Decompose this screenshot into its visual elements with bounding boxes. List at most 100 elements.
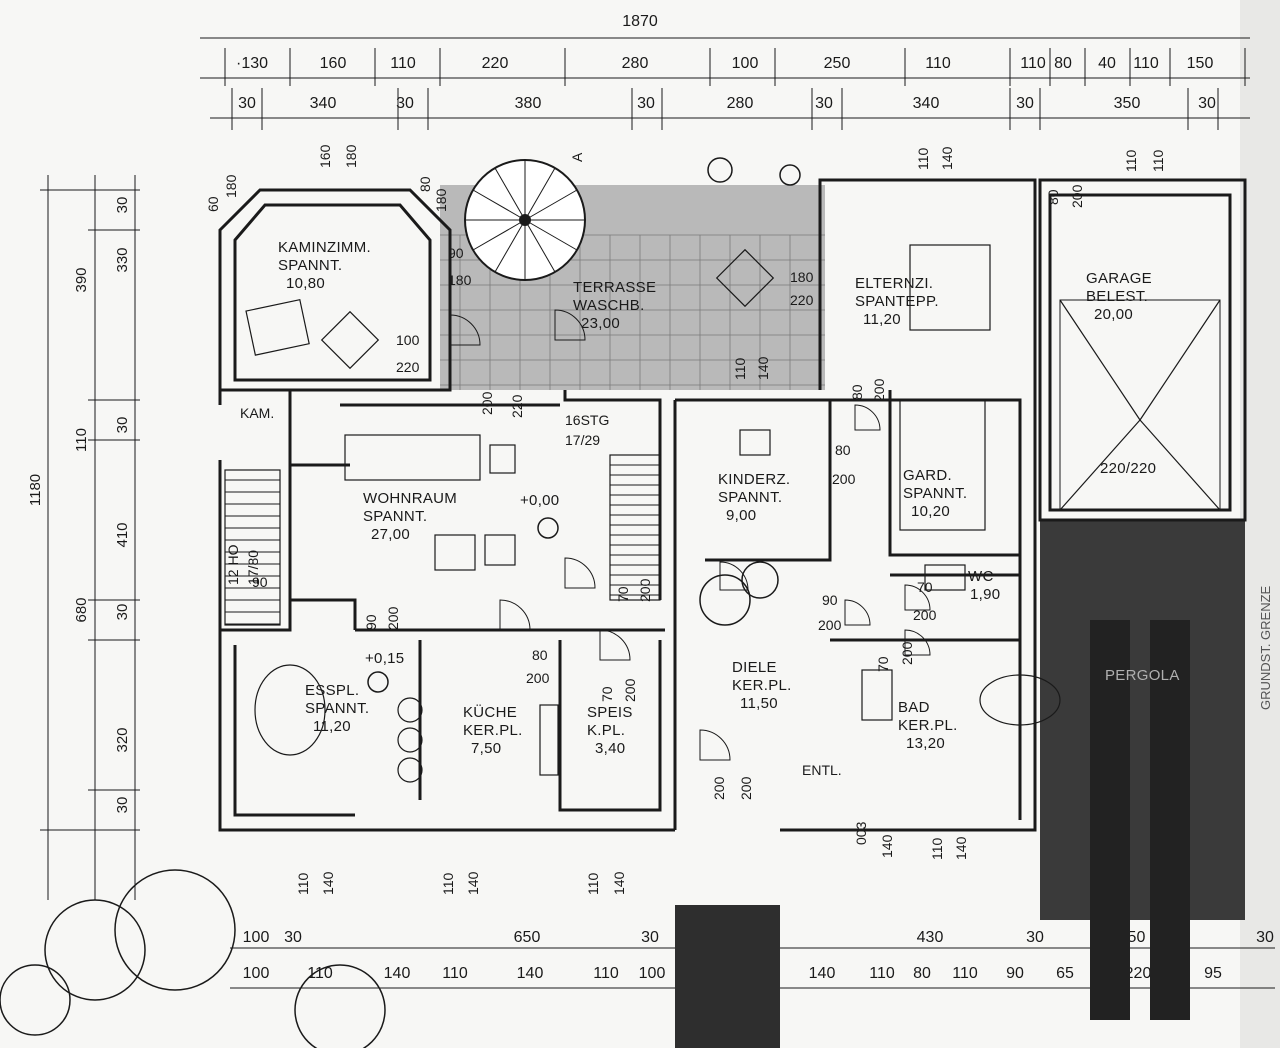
top-dim-1-11: 110 bbox=[1133, 55, 1159, 72]
bottom-dim-2-2: 140 bbox=[384, 965, 411, 982]
opening-garage-side-b: 200 bbox=[1069, 184, 1085, 208]
room-floor-0: SPANNT. bbox=[278, 257, 342, 274]
room-area-4: 27,00 bbox=[371, 526, 410, 543]
bottom-dim-2-4: 140 bbox=[517, 965, 544, 982]
room-area-7: 1,90 bbox=[970, 586, 1000, 603]
room-area-5: 9,00 bbox=[726, 507, 756, 524]
opening-wohn-door-a: 90 bbox=[363, 614, 379, 630]
top-dim-1-1: 160 bbox=[320, 55, 347, 72]
top-dim-1-9: 80 bbox=[1054, 55, 1072, 72]
opening-stair-door-a: 70 bbox=[615, 586, 631, 602]
room-floor-2: SPANTEPP. bbox=[855, 293, 939, 310]
opening-kamin-win-b: 180 bbox=[343, 144, 359, 168]
bottom-dim-2-15: 95 bbox=[1204, 965, 1222, 982]
plants bbox=[0, 157, 801, 1048]
top-dim-2-10: 30 bbox=[1198, 95, 1216, 112]
opening-stair-door-b: 200 bbox=[637, 578, 653, 602]
opening-bad-win-d: 140 bbox=[953, 836, 969, 860]
opening-eltern-door-b: 200 bbox=[871, 378, 887, 402]
opening-bad-win-b: 140 bbox=[879, 834, 895, 858]
opening-kue-win-b: 140 bbox=[465, 871, 481, 895]
driveway bbox=[675, 905, 780, 1048]
opening-terr-door-b: 220 bbox=[509, 394, 525, 418]
bottom-dim-1-0: 100 bbox=[243, 929, 270, 946]
pergola-area bbox=[1040, 520, 1245, 920]
left-dim-2-3: 410 bbox=[114, 522, 131, 547]
room-floor-11: KER.PL. bbox=[732, 677, 792, 694]
top-dim-1-10: 40 bbox=[1098, 55, 1116, 72]
room-floor-5: SPANNT. bbox=[718, 489, 782, 506]
top-dim-1-5: 100 bbox=[732, 55, 759, 72]
room-name-11: DIELE bbox=[732, 659, 777, 676]
bottom-dim-2-13: 65 bbox=[1056, 965, 1074, 982]
room-area-6: 10,20 bbox=[911, 503, 950, 520]
opening-kamin-door-d: 220 bbox=[396, 359, 420, 375]
section-mark: A bbox=[569, 152, 585, 162]
opening-eltern-door-a: 80 bbox=[849, 384, 865, 400]
opening-ess-win-b: 140 bbox=[320, 871, 336, 895]
top-dim-2-0: 30 bbox=[238, 95, 256, 112]
top-dim-2-5: 280 bbox=[727, 95, 754, 112]
opening-terr-door-d: 140 bbox=[755, 356, 771, 380]
bottom-dimension-row-2: 1001101401101401101002001401108011090652… bbox=[243, 965, 1222, 1016]
garage-door-size: 220/220 bbox=[1100, 460, 1156, 477]
room-name-6: GARD. bbox=[903, 467, 952, 484]
room-name-0: KAMINZIMM. bbox=[278, 239, 371, 256]
top-dim-2-4: 30 bbox=[637, 95, 655, 112]
opening-terr-door-e: 180 bbox=[790, 269, 814, 285]
total-width-top: 1870 bbox=[622, 13, 658, 30]
top-dim-2-3: 380 bbox=[515, 95, 542, 112]
top-dim-2-1: 340 bbox=[310, 95, 337, 112]
bottom-dim-1-2: 650 bbox=[514, 929, 541, 946]
bottom-dim-2-6: 100 bbox=[639, 965, 666, 982]
left-dim-1-2: 680 bbox=[73, 597, 90, 622]
opening-eltern-win-b: 140 bbox=[939, 146, 955, 170]
level-marker-esspl bbox=[367, 671, 389, 693]
room-area-11: 11,50 bbox=[740, 695, 778, 712]
opening-bad-win-a: 003 bbox=[853, 821, 869, 845]
left-dimension-lines bbox=[40, 175, 140, 900]
opening-speis-win-a: 110 bbox=[585, 872, 601, 895]
top-dim-2-6: 30 bbox=[815, 95, 833, 112]
opening-terr-door-a: 200 bbox=[479, 391, 495, 415]
opening-terr-door-f: 220 bbox=[790, 292, 814, 308]
opening-kamin-door-b: 180 bbox=[448, 272, 472, 288]
stair-steps: 16STG bbox=[565, 412, 609, 428]
opening-wc-door-a: 70 bbox=[917, 579, 933, 595]
top-dim-1-6: 250 bbox=[824, 55, 851, 72]
bottom-dim-2-12: 90 bbox=[1006, 965, 1024, 982]
kamin-label: KAM. bbox=[240, 405, 274, 421]
top-dim-1-7: 110 bbox=[925, 55, 951, 72]
room-floor-8: SPANNT. bbox=[305, 700, 369, 717]
top-dim-2-9: 350 bbox=[1114, 95, 1141, 112]
opening-kamin-corner-a: 180 bbox=[223, 174, 239, 198]
door-swings bbox=[449, 309, 931, 761]
opening-wc-door-b: 200 bbox=[913, 607, 937, 623]
left-dim-2-0: 30 bbox=[114, 197, 131, 214]
opening-garage-win-a: 110 bbox=[1123, 149, 1139, 172]
room-name-5: KINDERZ. bbox=[718, 471, 790, 488]
opening-kueche-door-b: 200 bbox=[526, 670, 550, 686]
opening-terr-door-c: 110 bbox=[732, 357, 748, 380]
room-floor-6: SPANNT. bbox=[903, 485, 967, 502]
opening-speis-door-b: 200 bbox=[622, 678, 638, 702]
stair-side-a: 12 HO bbox=[225, 544, 241, 585]
room-area-1: 23,00 bbox=[581, 315, 620, 332]
opening-kamin-door-c: 100 bbox=[396, 332, 420, 348]
terrace-grid bbox=[440, 234, 825, 390]
bottom-dim-2-9: 110 bbox=[869, 965, 895, 982]
left-dim-2-6: 30 bbox=[114, 797, 131, 814]
opening-entry-door-a: 200 bbox=[711, 776, 727, 800]
opening-garage-side-a: 80 bbox=[1045, 189, 1061, 205]
room-name-2: ELTERNZI. bbox=[855, 275, 933, 292]
left-dim-2-1: 330 bbox=[114, 247, 131, 272]
room-name-8: ESSPL. bbox=[305, 682, 359, 699]
room-floor-9: KER.PL. bbox=[463, 722, 523, 739]
left-dim-2-2: 30 bbox=[114, 417, 131, 434]
top-dim-1-0: ·130 bbox=[236, 55, 268, 72]
bottom-dim-2-0: 100 bbox=[243, 965, 270, 982]
opening-eltern-win-a: 110 bbox=[915, 147, 931, 170]
